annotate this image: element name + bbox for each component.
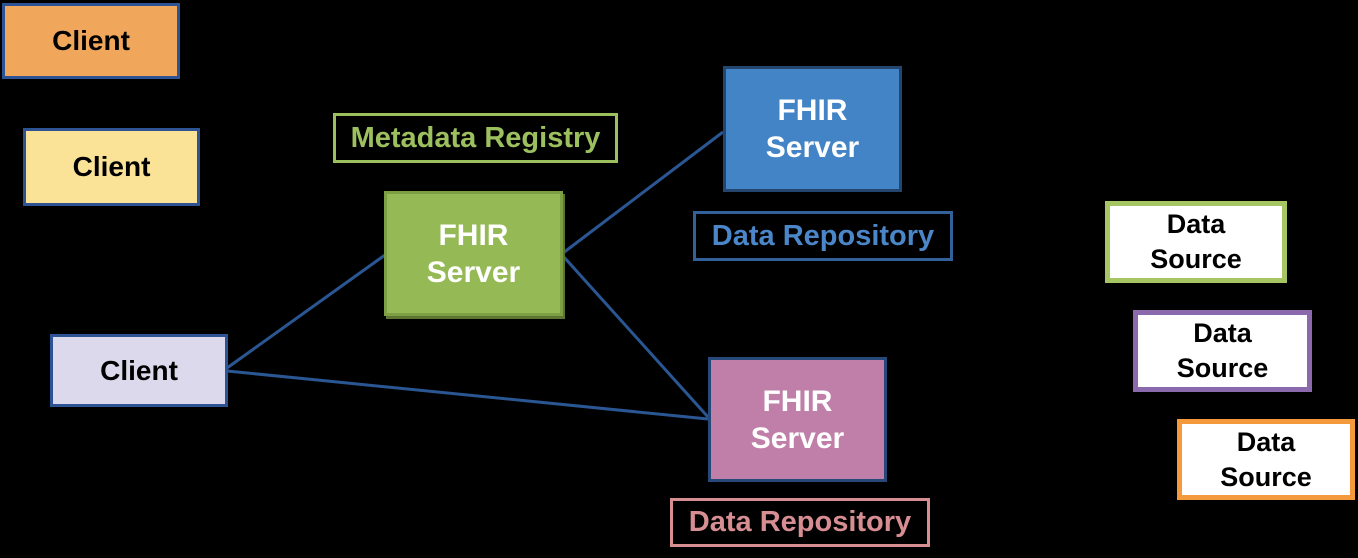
data-source-3-label-line2: Source xyxy=(1220,461,1312,492)
fhir-server-pink-label-line2: Server xyxy=(750,421,845,455)
fhir-server-green-label-line2: Server xyxy=(426,255,521,289)
fhir-server-blue-node: FHIR Server xyxy=(723,66,902,192)
client-node-2: Client xyxy=(23,128,200,206)
fhir-server-pink-label-line1: FHIR xyxy=(762,384,833,418)
client-node-3: Client xyxy=(50,334,228,407)
metadata-registry-text: Metadata Registry xyxy=(350,121,601,154)
data-source-1-label: Data Source xyxy=(1150,207,1242,277)
data-source-3-label-line1: Data xyxy=(1236,426,1296,457)
data-source-3-label: Data Source xyxy=(1220,425,1312,495)
edge-client-3-to-fhir-server-green xyxy=(226,253,386,370)
fhir-server-blue-label-line2: Server xyxy=(765,131,860,164)
client-node-1: Client xyxy=(2,3,180,79)
metadata-registry-label: Metadata Registry xyxy=(333,113,618,163)
data-repository-pink-label: Data Repository xyxy=(670,498,930,547)
data-source-1-label-line2: Source xyxy=(1150,244,1242,274)
fhir-server-green-label: FHIR Server xyxy=(427,217,520,291)
data-source-node-1: Data Source xyxy=(1105,201,1287,283)
fhir-server-blue-label: FHIR Server xyxy=(766,92,859,166)
data-repository-blue-text: Data Repository xyxy=(711,219,935,252)
data-source-node-2: Data Source xyxy=(1133,310,1312,392)
fhir-server-green-label-line1: FHIR xyxy=(438,218,509,252)
data-source-2-label-line2: Source xyxy=(1176,353,1269,383)
data-source-2-label-line1: Data xyxy=(1193,318,1252,348)
data-repository-blue-label: Data Repository xyxy=(693,211,953,261)
data-source-node-3: Data Source xyxy=(1177,419,1355,500)
edge-fhir-server-green-to-fhir-server-blue xyxy=(562,130,724,255)
fhir-server-pink-node: FHIR Server xyxy=(708,357,887,482)
fhir-server-green-node: FHIR Server xyxy=(384,191,563,316)
edge-client-3-to-fhir-server-pink xyxy=(226,369,709,421)
edge-fhir-server-green-to-fhir-server-pink xyxy=(561,254,710,419)
fhir-server-blue-label-line1: FHIR xyxy=(777,94,848,127)
client-1-label: Client xyxy=(52,25,130,56)
data-source-2-label: Data Source xyxy=(1177,316,1269,386)
data-repository-pink-text: Data Repository xyxy=(688,506,912,538)
data-source-1-label-line1: Data xyxy=(1166,209,1226,239)
client-3-label: Client xyxy=(100,354,178,386)
client-2-label: Client xyxy=(72,151,151,182)
fhir-server-pink-label: FHIR Server xyxy=(751,383,844,457)
